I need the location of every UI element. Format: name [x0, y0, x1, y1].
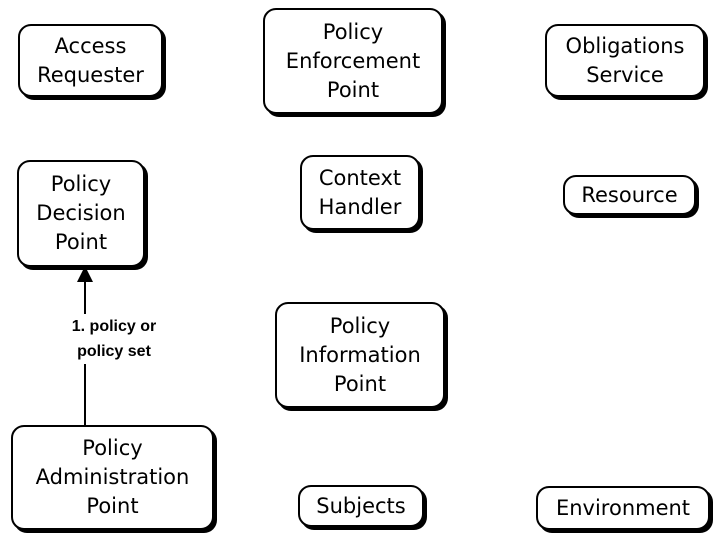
- policy-decision-point-label: Policy Decision Point: [36, 172, 126, 254]
- environment-label: Environment: [555, 495, 691, 520]
- policy-information-point-label: Policy Information Point: [299, 313, 421, 396]
- edge-pap-to-pdp-label: 1. policy or policy set: [46, 314, 182, 364]
- policy-information-point-node[interactable]: Policy Information Point: [275, 302, 445, 408]
- context-handler-label: Context Handler: [318, 165, 402, 219]
- subjects-node[interactable]: Subjects: [298, 485, 424, 527]
- policy-administration-point-label: Policy Administration Point: [35, 436, 190, 518]
- subjects-label: Subjects: [316, 493, 406, 518]
- policy-enforcement-point-label: Policy Enforcement Point: [285, 19, 421, 102]
- obligations-service-label: Obligations Service: [565, 33, 685, 87]
- environment-node[interactable]: Environment: [536, 486, 710, 530]
- policy-administration-point-node[interactable]: Policy Administration Point: [11, 425, 214, 530]
- resource-node[interactable]: Resource: [563, 175, 696, 215]
- policy-enforcement-point-node[interactable]: Policy Enforcement Point: [263, 8, 443, 114]
- obligations-service-node[interactable]: Obligations Service: [545, 24, 705, 97]
- access-requester-label: Access Requester: [37, 33, 144, 87]
- access-requester-node[interactable]: Access Requester: [18, 24, 163, 97]
- policy-decision-point-node[interactable]: Policy Decision Point: [17, 160, 145, 267]
- resource-label: Resource: [581, 182, 678, 207]
- context-handler-node[interactable]: Context Handler: [300, 155, 420, 230]
